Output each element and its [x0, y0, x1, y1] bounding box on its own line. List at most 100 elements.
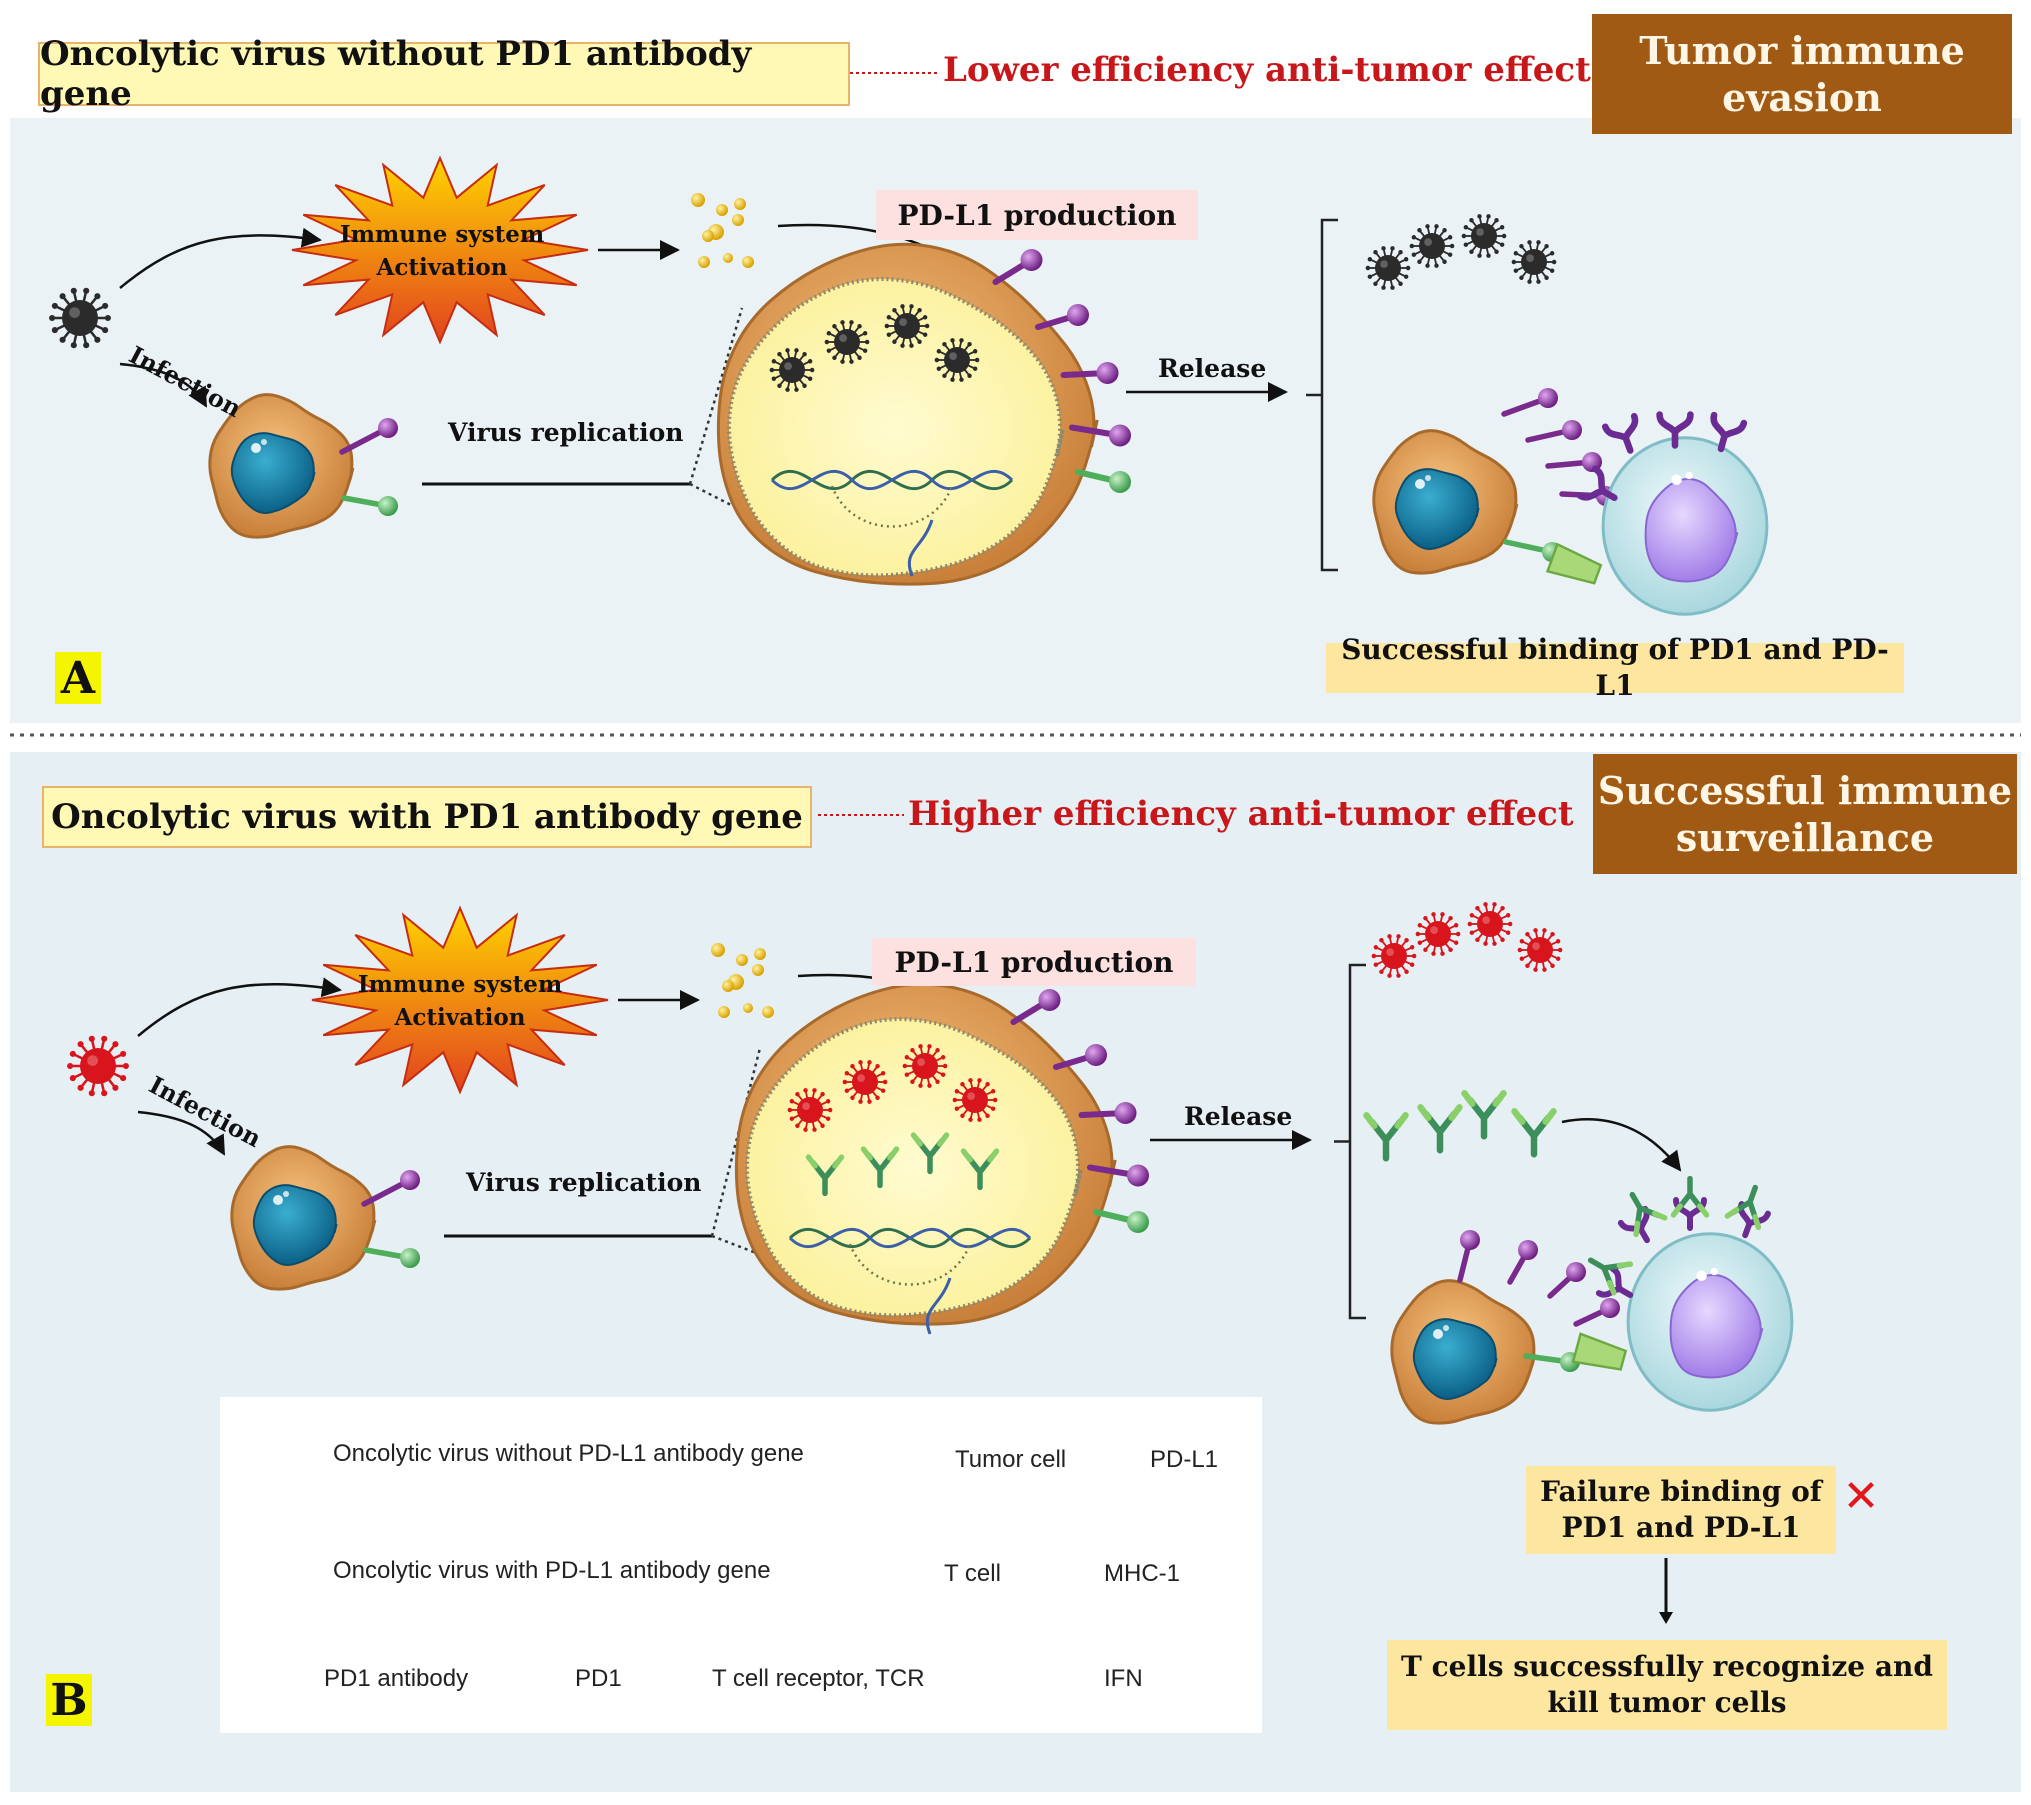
panel-a-dotted-connector — [850, 72, 940, 74]
panel-b-pdl1-production: PD-L1 production — [872, 938, 1196, 986]
panel-a-big-cell-pdl1-2 — [1060, 362, 1119, 384]
panel-a-arrow-infection — [119, 362, 208, 408]
panel-a-scene-pd1-1 — [1656, 411, 1694, 449]
panel-a-pdl1-production: PD-L1 production — [876, 190, 1198, 240]
panel-a-result: Successful binding of PD1 and PD-L1 — [1326, 633, 1904, 702]
panel-a-viral-genome — [770, 469, 1014, 577]
panel-b-initial-virus — [67, 1035, 129, 1097]
panel-b-scene-pdl1-2 — [1547, 1262, 1586, 1299]
panel-a-zoom-line-top — [688, 307, 744, 485]
panel-a-outcome: Tumor immune evasion — [1592, 14, 2012, 134]
panel-a-binding-scene — [1372, 388, 1769, 616]
panel-b-released-antibody-2 — [1461, 1090, 1507, 1140]
panel-a-effect: Lower efficiency anti-tumor effect — [943, 50, 1591, 90]
panel-b-scene-blocking-antibody-2 — [1724, 1184, 1762, 1231]
panel-b-arrow-infection — [137, 1110, 226, 1156]
panel-b-scene-pd1-1 — [1673, 1197, 1707, 1231]
panel-b-inner-virus-1 — [842, 1060, 888, 1104]
panel-a-ifn-cluster — [691, 193, 754, 268]
panel-a-big-cell-interior — [727, 277, 1065, 578]
panel-b-released-antibody-1 — [1417, 1104, 1463, 1154]
panel-a-initial-virus — [49, 287, 111, 349]
panel-a-inner-virus-0 — [769, 348, 815, 392]
panel-a-scene-pd1-bound — [1576, 465, 1618, 502]
panel-b-failure-box: Failure binding of PD1 and PD-L1 — [1526, 1466, 1836, 1554]
legend-pdl1-label: PD-L1 — [1150, 1446, 1219, 1473]
panel-b-released-virus-0 — [1371, 934, 1417, 978]
panel-b-big-cell-pdl1-2 — [1078, 1102, 1137, 1124]
panel-b-scene-pd1-3 — [1595, 1265, 1634, 1298]
panel-b-binding-scene — [1363, 1090, 1794, 1425]
panel-b-zoom-line-top — [710, 1047, 762, 1237]
legend-pd1-antibody-label: PD1 antibody — [324, 1665, 469, 1692]
legend-pd1-label: PD1 — [575, 1665, 622, 1692]
panel-a-arrow-to-immune — [119, 227, 322, 289]
panel-a-inner-virus-1 — [824, 320, 870, 364]
panel-b-scene-tumor-cell — [1390, 1279, 1537, 1425]
panel-b-scene-blocking-antibody-1 — [1670, 1175, 1710, 1218]
panel-a-big-cell-pdl1-1 — [1034, 304, 1089, 331]
panel-b-tumor-pdl1 — [361, 1170, 420, 1207]
panel-b-effect: Higher efficiency anti-tumor effect — [908, 794, 1574, 834]
panel-a-released-virus-2 — [1461, 214, 1507, 258]
panel-b-inner-virus-3 — [952, 1078, 998, 1122]
panel-b-infected-tumor-cell — [230, 1145, 377, 1291]
panel-a-scene-tcr — [1545, 542, 1603, 585]
panel-b-scene-pdl1-0 — [1457, 1230, 1480, 1283]
panel-a-scene-pdl1-0 — [1501, 388, 1558, 417]
panel-b-scene-pdl1-3 — [1573, 1298, 1620, 1327]
panel-b-inner-virus-0 — [787, 1088, 833, 1132]
panel-a-letter: A — [55, 652, 101, 704]
panel-b-scene-t-cell — [1626, 1232, 1794, 1412]
panel-b-inner-antibody-2 — [910, 1132, 950, 1175]
panel-a-scene-pdl1-1 — [1525, 420, 1582, 443]
panel-a-heading: Oncolytic virus without PD1 antibody gen… — [38, 34, 850, 114]
panel-b-inner-antibody-1 — [860, 1146, 900, 1189]
panel-a-scene-pd1-2 — [1710, 411, 1748, 453]
panel-b-inner-antibody-0 — [805, 1154, 845, 1197]
panel-b-released-virus-1 — [1415, 912, 1461, 956]
panel-b-big-cell-pdl1-0 — [1010, 989, 1061, 1026]
panel-b-released-antibody-3 — [1511, 1108, 1557, 1158]
legend-virus-without-label: Oncolytic virus without PD-L1 antibody g… — [333, 1440, 804, 1467]
panel-b-tumor-mhc — [363, 1247, 420, 1268]
panel-a-infected-tumor-cell — [208, 393, 355, 539]
panel-a-zoom-line-bottom — [689, 482, 773, 528]
panel-b-inner-antibody-3 — [960, 1148, 1000, 1191]
panel-a-big-cell-pdl1-3 — [1068, 424, 1131, 447]
panel-a-bracket — [1306, 218, 1338, 572]
panel-b-big-cell-mhc — [1092, 1208, 1149, 1233]
failure-down-arrow — [1659, 1558, 1673, 1624]
panel-a-tumor-mhc — [341, 495, 398, 516]
panel-b-big-cell-pdl1-3 — [1086, 1164, 1149, 1187]
panel-b-scene-pdl1-1 — [1507, 1240, 1538, 1285]
panel-b-virus-replication-label: Virus replication — [466, 1168, 702, 1197]
panel-b-scene-blocking-antibody-0 — [1629, 1191, 1668, 1238]
panel-b-immune-burst — [311, 905, 609, 1095]
panel-b-scene-tcr — [1571, 1332, 1628, 1371]
panel-a-tumor-pdl1 — [339, 418, 398, 455]
panel-a-virus-replication-label: Virus replication — [448, 418, 684, 447]
panel-a-scene-pd1-0 — [1601, 412, 1639, 454]
panel-a-released-virus-3 — [1511, 240, 1557, 284]
panel-b-heading: Oncolytic virus with PD1 antibody gene — [42, 786, 812, 848]
panel-b-released-antibody-0 — [1363, 1112, 1409, 1162]
legend-t-cell-label: T cell — [944, 1560, 1001, 1587]
panel-a-big-cell-pdl1-0 — [992, 249, 1043, 286]
panel-b-bracket — [1334, 963, 1366, 1320]
legend-virus-with-label: Oncolytic virus with PD-L1 antibody gene — [333, 1557, 771, 1584]
panel-a-scene-tumor-cell — [1372, 429, 1519, 575]
panel-b-big-cell-pdl1-1 — [1052, 1044, 1107, 1071]
panel-b-immune-activation-label: Immune system Activation — [357, 971, 563, 1032]
panel-b-result: T cells successfully recognize and kill … — [1387, 1640, 1947, 1730]
legend-ifn-label: IFN — [1104, 1665, 1143, 1692]
panel-b-ifn-cluster — [711, 943, 774, 1018]
panel-b-arrow-antibodies-to-tcell — [1561, 1118, 1682, 1172]
panel-a-released-virus-1 — [1409, 224, 1455, 268]
panel-b-graphics — [67, 902, 1794, 1425]
panel-b-released-virus-3 — [1517, 928, 1563, 972]
panel-b-release-label: Release — [1184, 1102, 1293, 1131]
panel-a-graphics — [49, 155, 1769, 616]
panel-b-outcome: Successful immune surveillance — [1593, 754, 2017, 874]
legend-box — [220, 1397, 1262, 1733]
